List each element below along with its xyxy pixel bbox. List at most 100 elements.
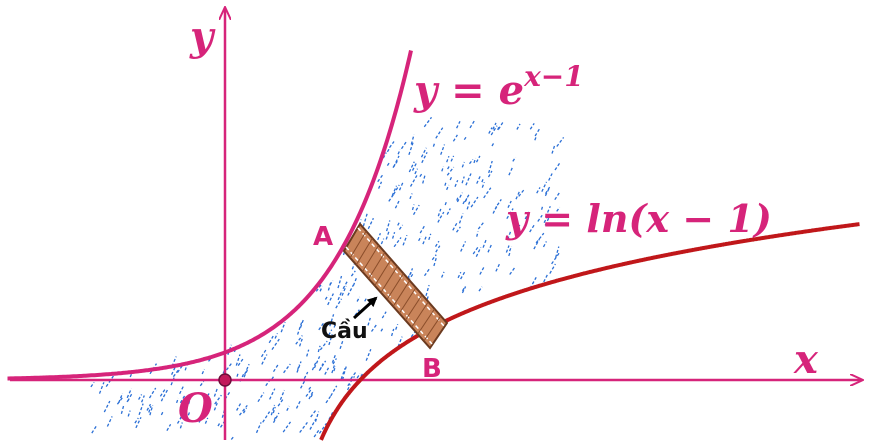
water-stroke bbox=[512, 156, 517, 162]
water-stroke bbox=[305, 389, 312, 397]
water-stroke bbox=[199, 381, 205, 387]
water-stroke bbox=[476, 174, 482, 184]
water-stroke bbox=[385, 220, 391, 232]
water-stroke bbox=[456, 121, 461, 129]
water-stroke bbox=[318, 360, 327, 371]
water-stroke bbox=[497, 121, 504, 130]
water-stroke bbox=[515, 191, 520, 200]
water-stroke bbox=[313, 428, 321, 438]
water-stroke bbox=[272, 406, 276, 414]
water-stroke bbox=[487, 170, 493, 178]
water-stroke bbox=[317, 345, 321, 353]
water-stroke bbox=[386, 147, 391, 153]
water-stroke bbox=[207, 357, 213, 362]
water-stroke bbox=[159, 388, 166, 397]
water-stroke bbox=[490, 125, 498, 136]
x-axis-label: x bbox=[793, 336, 819, 383]
water-stroke bbox=[432, 142, 436, 147]
water-stroke bbox=[306, 349, 310, 357]
water-stroke bbox=[140, 395, 145, 403]
water-stroke bbox=[434, 240, 440, 247]
water-stroke bbox=[162, 389, 168, 398]
water-stroke bbox=[273, 415, 278, 421]
water-stroke bbox=[148, 387, 157, 399]
water-stroke bbox=[508, 251, 511, 257]
water-stroke bbox=[408, 161, 415, 173]
water-stroke bbox=[496, 199, 502, 206]
water-stroke bbox=[303, 371, 309, 379]
water-stroke bbox=[91, 424, 98, 434]
bridge-pointer-arrow bbox=[352, 296, 378, 320]
water-stroke bbox=[356, 373, 361, 379]
bridge-plank bbox=[386, 273, 404, 300]
water-stroke bbox=[105, 375, 114, 387]
exp-curve-label: y = ex−1 bbox=[413, 60, 584, 114]
water-stroke bbox=[116, 395, 125, 405]
water-stroke bbox=[388, 141, 395, 148]
water-stroke bbox=[544, 186, 551, 197]
water-stroke bbox=[328, 334, 333, 346]
bridge-plank bbox=[355, 237, 373, 266]
water-stroke bbox=[507, 229, 512, 240]
water-stroke bbox=[138, 403, 144, 416]
water-stroke bbox=[393, 237, 402, 248]
water-stroke bbox=[478, 286, 483, 292]
water-stroke bbox=[516, 123, 521, 130]
bridge-plank bbox=[398, 287, 417, 314]
water-stroke bbox=[299, 422, 308, 433]
water-stroke bbox=[269, 388, 276, 400]
water-stroke bbox=[242, 407, 248, 414]
water-stroke bbox=[146, 403, 152, 411]
water-stroke bbox=[439, 211, 445, 219]
water-stroke bbox=[544, 215, 551, 226]
water-stroke bbox=[534, 127, 541, 137]
water-stroke bbox=[148, 405, 152, 413]
bridge-plank bbox=[392, 280, 411, 307]
water-stroke bbox=[118, 393, 124, 404]
water-stroke bbox=[297, 364, 301, 370]
water-stroke bbox=[138, 394, 143, 400]
water-stroke bbox=[446, 208, 451, 215]
water-stroke bbox=[461, 286, 466, 292]
water-stroke bbox=[422, 173, 426, 184]
water-stroke bbox=[488, 127, 493, 134]
water-stroke bbox=[452, 134, 458, 142]
water-stroke bbox=[329, 314, 335, 327]
water-stroke bbox=[556, 206, 561, 212]
water-stroke bbox=[461, 286, 467, 294]
water-stroke bbox=[435, 245, 441, 253]
water-stroke bbox=[298, 338, 303, 347]
water-stroke bbox=[475, 155, 481, 163]
water-stroke bbox=[423, 116, 433, 128]
water-stroke bbox=[509, 266, 516, 275]
water-stroke bbox=[421, 152, 428, 164]
water-stroke bbox=[328, 329, 333, 336]
origin-point bbox=[218, 373, 232, 387]
water-stroke bbox=[370, 324, 378, 332]
water-stroke bbox=[529, 224, 535, 233]
water-stroke bbox=[377, 174, 384, 183]
water-stroke bbox=[126, 397, 131, 403]
water-stroke bbox=[271, 375, 275, 380]
water-stroke bbox=[440, 144, 446, 155]
water-stroke bbox=[411, 204, 415, 211]
water-stroke bbox=[425, 284, 430, 296]
water-stroke bbox=[351, 263, 356, 270]
origin-label: O bbox=[178, 385, 213, 432]
water-stroke bbox=[127, 410, 131, 417]
water-stroke bbox=[236, 371, 240, 377]
water-stroke bbox=[456, 196, 459, 201]
water-stroke bbox=[465, 196, 469, 202]
river-water-hatching bbox=[90, 116, 565, 440]
water-stroke bbox=[270, 404, 276, 416]
water-stroke bbox=[213, 402, 218, 411]
water-stroke bbox=[518, 189, 525, 197]
bridge-plank bbox=[349, 230, 367, 259]
water-stroke bbox=[271, 338, 280, 350]
water-stroke bbox=[475, 247, 482, 257]
water-stroke bbox=[544, 186, 551, 195]
water-stroke bbox=[160, 410, 164, 416]
water-stroke bbox=[272, 364, 279, 373]
water-stroke bbox=[479, 266, 485, 275]
water-stroke bbox=[495, 262, 501, 272]
